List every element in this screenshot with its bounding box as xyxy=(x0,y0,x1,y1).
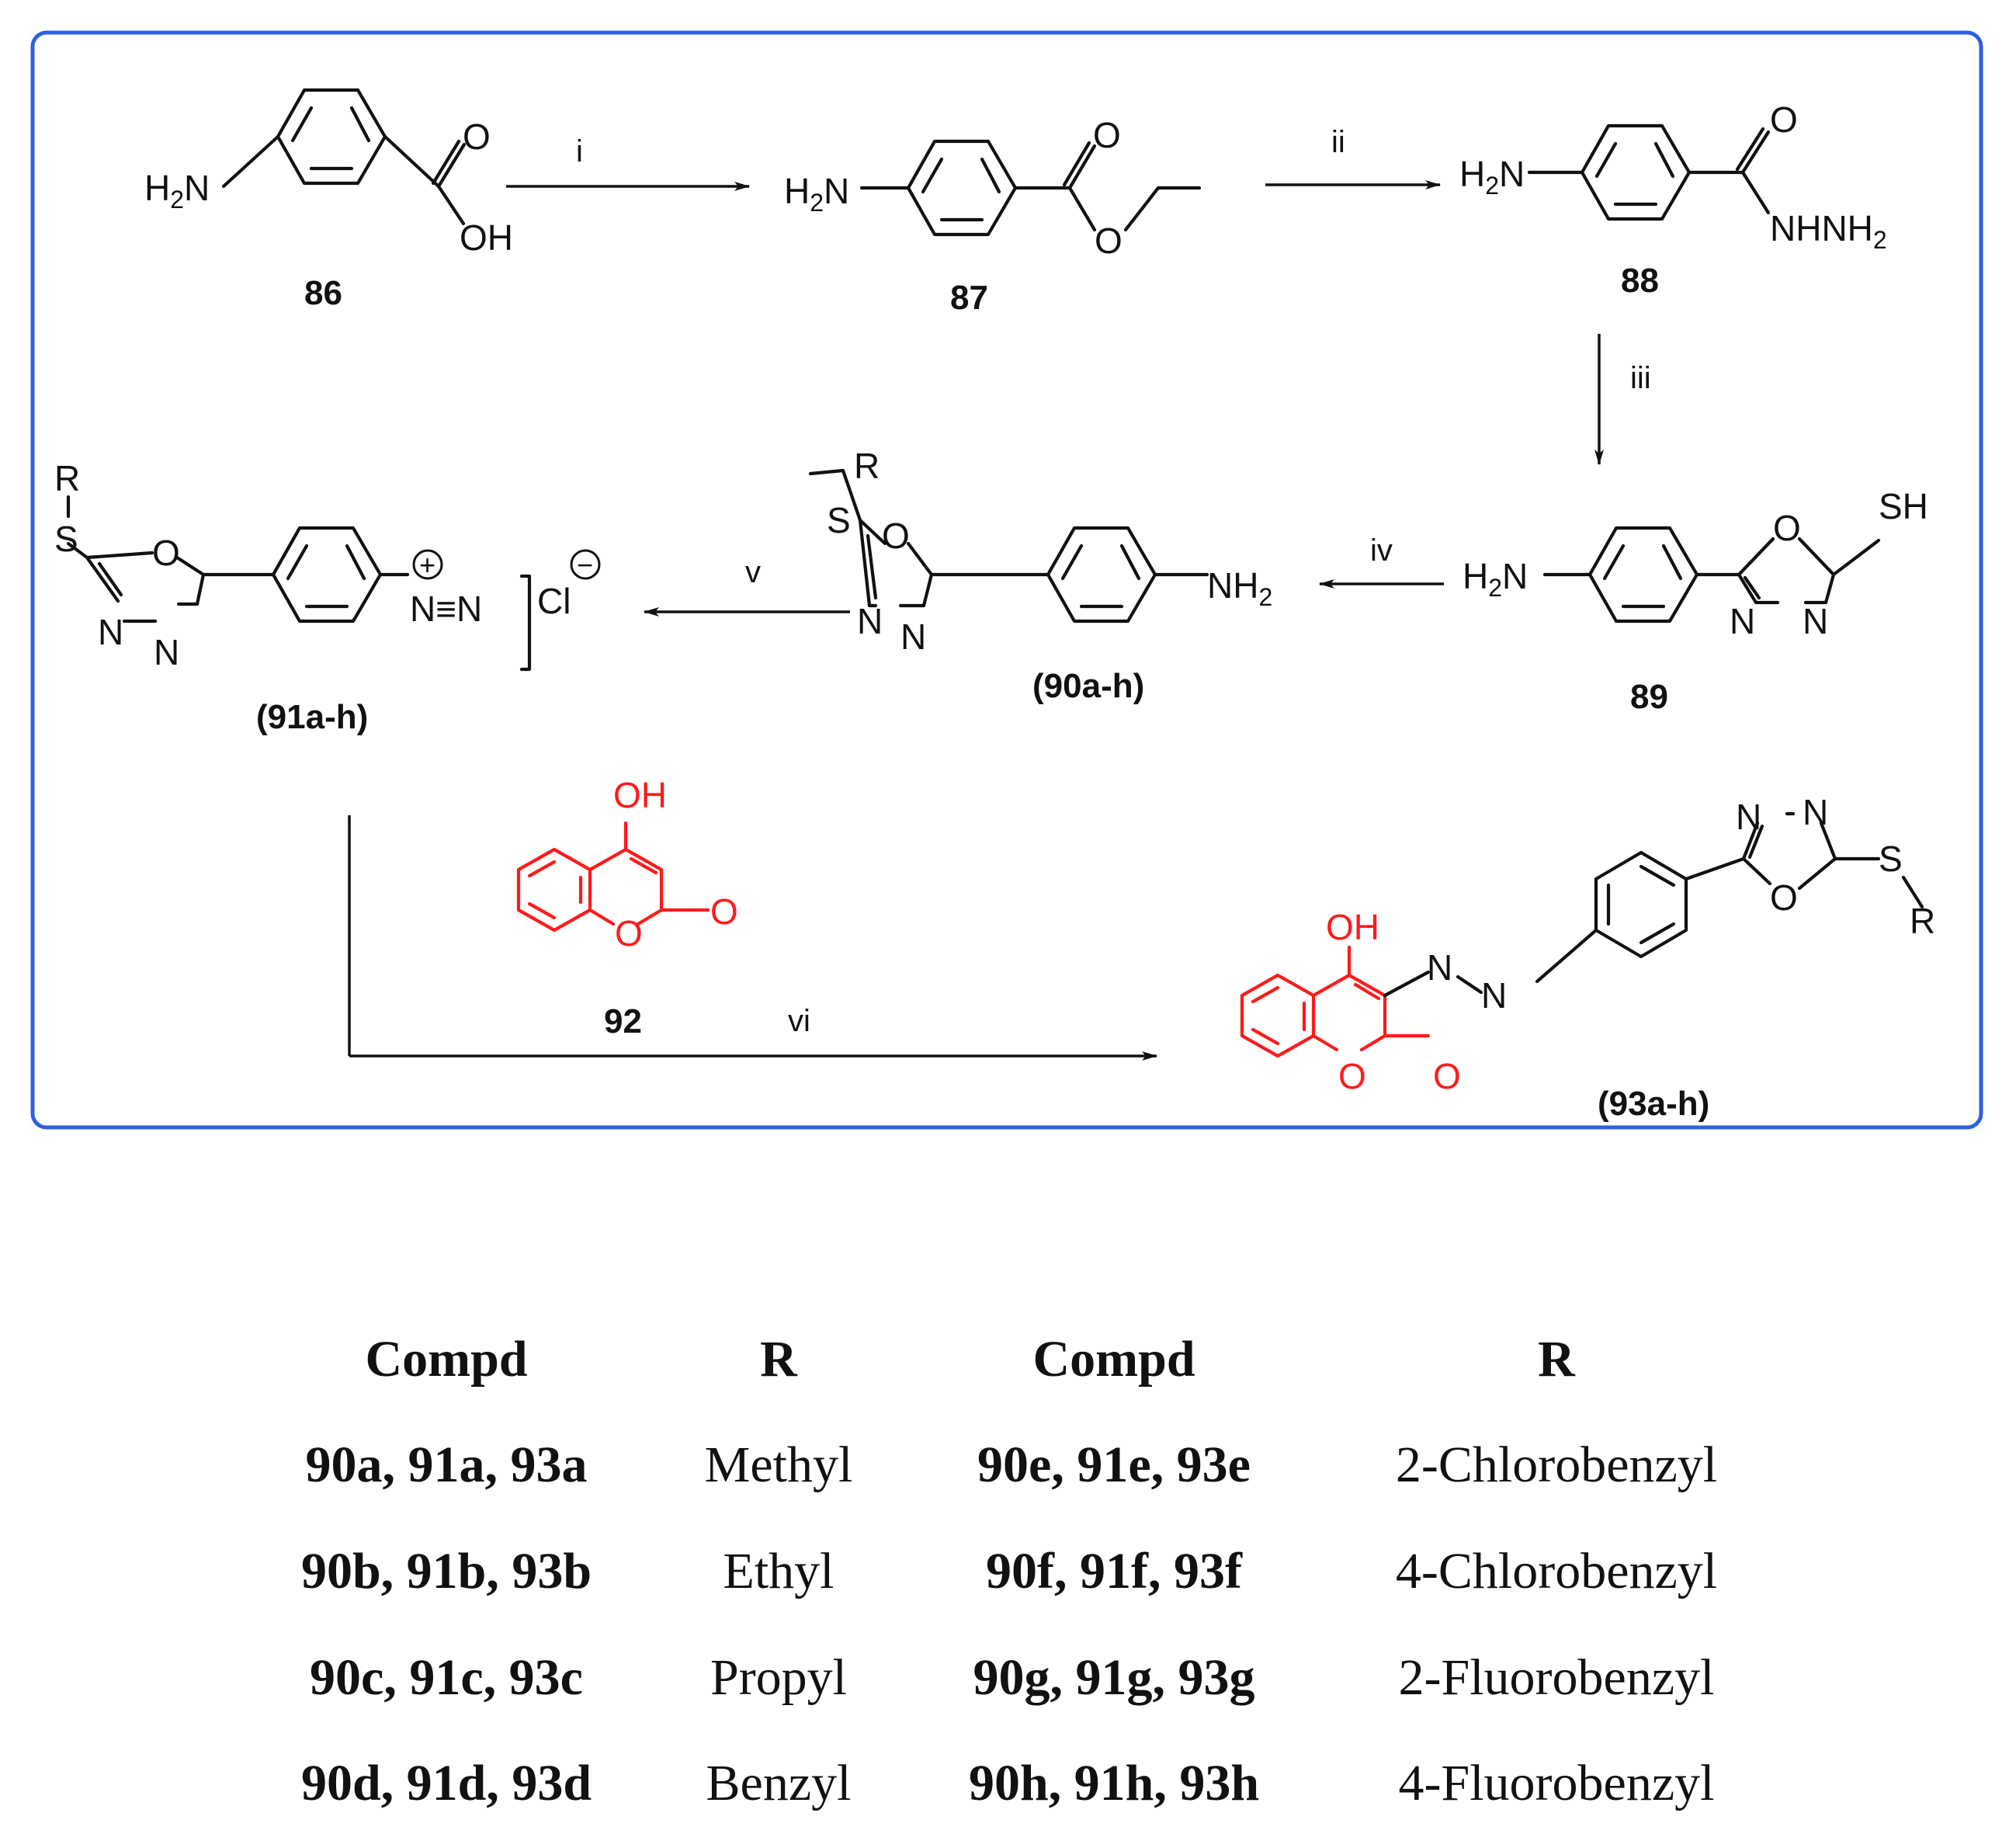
table-cell-compounds: 90b, 91b, 93b xyxy=(301,1543,592,1600)
svg-text:Cl: Cl xyxy=(537,581,571,621)
svg-text:O: O xyxy=(1338,1056,1366,1096)
svg-text:R: R xyxy=(1910,901,1935,941)
svg-text:O: O xyxy=(1433,1056,1461,1096)
svg-text:S: S xyxy=(54,519,78,559)
table-cell-substituent: 2-Fluorobenzyl xyxy=(1399,1649,1715,1706)
table-cell-compounds: 90a, 91a, 93a xyxy=(306,1436,588,1493)
scheme-frame xyxy=(30,30,1983,1130)
table-cell-substituent: 2-Chlorobenzyl xyxy=(1396,1436,1717,1493)
table-cell-compounds: 90h, 91h, 93h xyxy=(969,1755,1259,1811)
svg-text:N: N xyxy=(1427,947,1452,988)
svg-text:OH: OH xyxy=(1326,907,1379,947)
table-row: 90c, 91c, 93c Propyl 90g, 91g, 93g 2-Flu… xyxy=(310,1649,1714,1706)
svg-text:R: R xyxy=(854,446,880,486)
svg-text:S: S xyxy=(827,500,851,540)
compound-label-89: 89 xyxy=(1630,678,1668,716)
svg-text:H2N: H2N xyxy=(144,168,210,214)
svg-text:OH: OH xyxy=(460,217,513,258)
svg-text:O: O xyxy=(1093,115,1121,155)
reagent-label-v: v xyxy=(745,555,761,589)
svg-text:+: + xyxy=(419,549,435,581)
table-cell-compounds: 90g, 91g, 93g xyxy=(973,1649,1255,1706)
table-header-r-2: R xyxy=(1538,1331,1576,1388)
svg-text:O: O xyxy=(615,913,643,953)
table-header-r-1: R xyxy=(760,1331,798,1388)
svg-text:N≡N: N≡N xyxy=(410,589,482,629)
compound-88-structure: H2N O NHNH2 xyxy=(1459,99,1887,254)
compound-89-structure: H2N O SH N N xyxy=(1463,486,1928,641)
svg-text:H2N: H2N xyxy=(1463,556,1528,602)
table-cell-substituent: Benzyl xyxy=(706,1755,852,1811)
svg-text:NHNH2: NHNH2 xyxy=(1770,208,1887,254)
table-cell-compounds: 90e, 91e, 93e xyxy=(977,1436,1251,1493)
svg-text:N: N xyxy=(1803,601,1828,641)
svg-text:O: O xyxy=(1095,221,1123,261)
svg-text:OH: OH xyxy=(613,775,667,815)
compound-90-structure: R S O N N NH2 xyxy=(808,446,1272,657)
table-row: 90b, 91b, 93b Ethyl 90f, 91f, 93f 4-Chlo… xyxy=(301,1543,1717,1600)
svg-text:N: N xyxy=(1730,601,1755,641)
compound-label-92: 92 xyxy=(604,1002,642,1040)
compound-label-91: (91a-h) xyxy=(256,698,368,736)
svg-text:H2N: H2N xyxy=(784,171,849,217)
svg-text:O: O xyxy=(1773,508,1801,548)
table-header-compd-2: Compd xyxy=(1032,1331,1195,1388)
svg-text:N: N xyxy=(1736,797,1761,837)
table-row: 90a, 91a, 93a Methyl 90e, 91e, 93e 2-Chl… xyxy=(306,1436,1718,1493)
table-cell-substituent: Methyl xyxy=(705,1436,853,1493)
svg-text:N: N xyxy=(857,601,883,641)
table-row: 90d, 91d, 93d Benzyl 90h, 91h, 93h 4-Flu… xyxy=(301,1755,1715,1811)
svg-text:N: N xyxy=(154,632,179,672)
substituent-table: Compd R Compd R 90a, 91a, 93a Methyl 90e… xyxy=(301,1331,1717,1811)
compound-label-93: (93a-h) xyxy=(1598,1085,1709,1123)
table-cell-compounds: 90f, 91f, 93f xyxy=(986,1543,1243,1600)
compound-label-88: 88 xyxy=(1621,262,1659,300)
svg-text:N: N xyxy=(1481,975,1507,1016)
svg-text:NH2: NH2 xyxy=(1207,565,1272,611)
svg-text:N: N xyxy=(98,612,123,652)
compound-label-87: 87 xyxy=(950,279,988,317)
compound-92-structure: OH O O xyxy=(516,775,738,953)
table-header-compd-1: Compd xyxy=(365,1331,527,1388)
svg-text:O: O xyxy=(882,516,910,556)
table-cell-substituent: 4-Chlorobenzyl xyxy=(1396,1543,1717,1600)
reagent-label-i: i xyxy=(576,134,583,168)
svg-text:O: O xyxy=(152,533,180,573)
reagent-label-ii: ii xyxy=(1331,125,1345,159)
svg-text:O: O xyxy=(1770,99,1798,140)
svg-text:N: N xyxy=(1803,792,1828,832)
reagent-label-iii: iii xyxy=(1630,361,1651,395)
compound-87-structure: H2N O O xyxy=(784,115,1202,261)
table-cell-compounds: 90d, 91d, 93d xyxy=(301,1755,592,1811)
svg-text:S: S xyxy=(1879,839,1903,879)
svg-text:R: R xyxy=(54,458,80,498)
compound-91-structure: R S O N N N≡N + Cl − xyxy=(54,458,601,672)
svg-text:SH: SH xyxy=(1879,486,1928,526)
reagent-label-vi: vi xyxy=(788,1004,810,1038)
compound-86-structure: H2N O OH xyxy=(144,88,513,258)
svg-text:N: N xyxy=(900,617,926,657)
table-cell-substituent: 4-Fluorobenzyl xyxy=(1399,1755,1715,1811)
svg-text:O: O xyxy=(1770,877,1798,918)
svg-text:H2N: H2N xyxy=(1459,154,1525,200)
svg-text:O: O xyxy=(463,116,491,157)
reagent-label-iv: iv xyxy=(1370,533,1393,568)
svg-text:−: − xyxy=(577,549,593,581)
table-cell-compounds: 90c, 91c, 93c xyxy=(310,1649,583,1706)
compound-label-86: 86 xyxy=(304,274,342,312)
table-cell-substituent: Ethyl xyxy=(723,1543,835,1600)
svg-text:O: O xyxy=(710,891,738,932)
compound-93-structure: OH O O N N N N O S R xyxy=(1240,792,1935,1096)
table-cell-substituent: Propyl xyxy=(710,1649,847,1706)
compound-label-90: (90a-h) xyxy=(1032,667,1144,705)
